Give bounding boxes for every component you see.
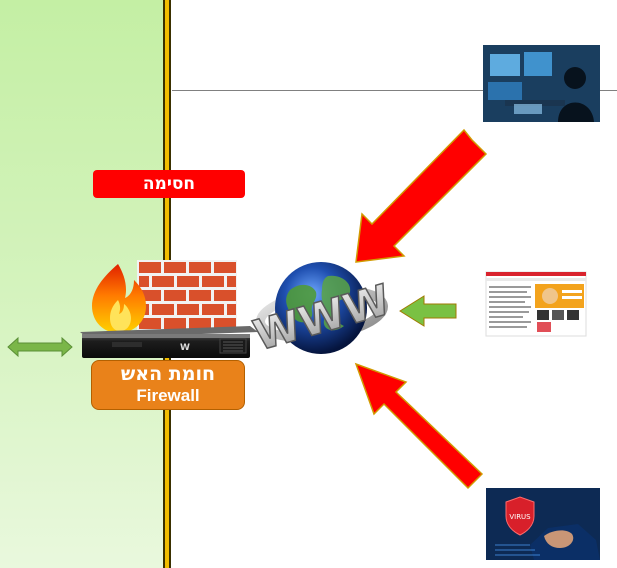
brick-wall-icon [137, 260, 237, 330]
firewall-label-hebrew: חומת האש [120, 363, 216, 385]
virus-alert-image: VIRUS [486, 488, 600, 560]
hacker-image [483, 45, 600, 122]
fire-icon [92, 264, 146, 333]
svg-text:VIRUS: VIRUS [509, 513, 531, 521]
block-badge: חסימה [93, 170, 245, 198]
news-site-image [485, 271, 587, 337]
svg-text:W: W [180, 343, 190, 353]
threat-arrow-top [355, 128, 488, 263]
bidirectional-arrow-icon [7, 336, 73, 358]
firewall-label-english: Firewall [136, 385, 200, 405]
globe-www-icon: WWW [248, 262, 396, 361]
divider-line [172, 90, 617, 91]
server-appliance-icon: W [80, 326, 258, 358]
allowed-arrow [399, 295, 457, 327]
threat-arrow-bottom [354, 362, 484, 490]
firewall-label: חומת האש Firewall [91, 360, 245, 410]
